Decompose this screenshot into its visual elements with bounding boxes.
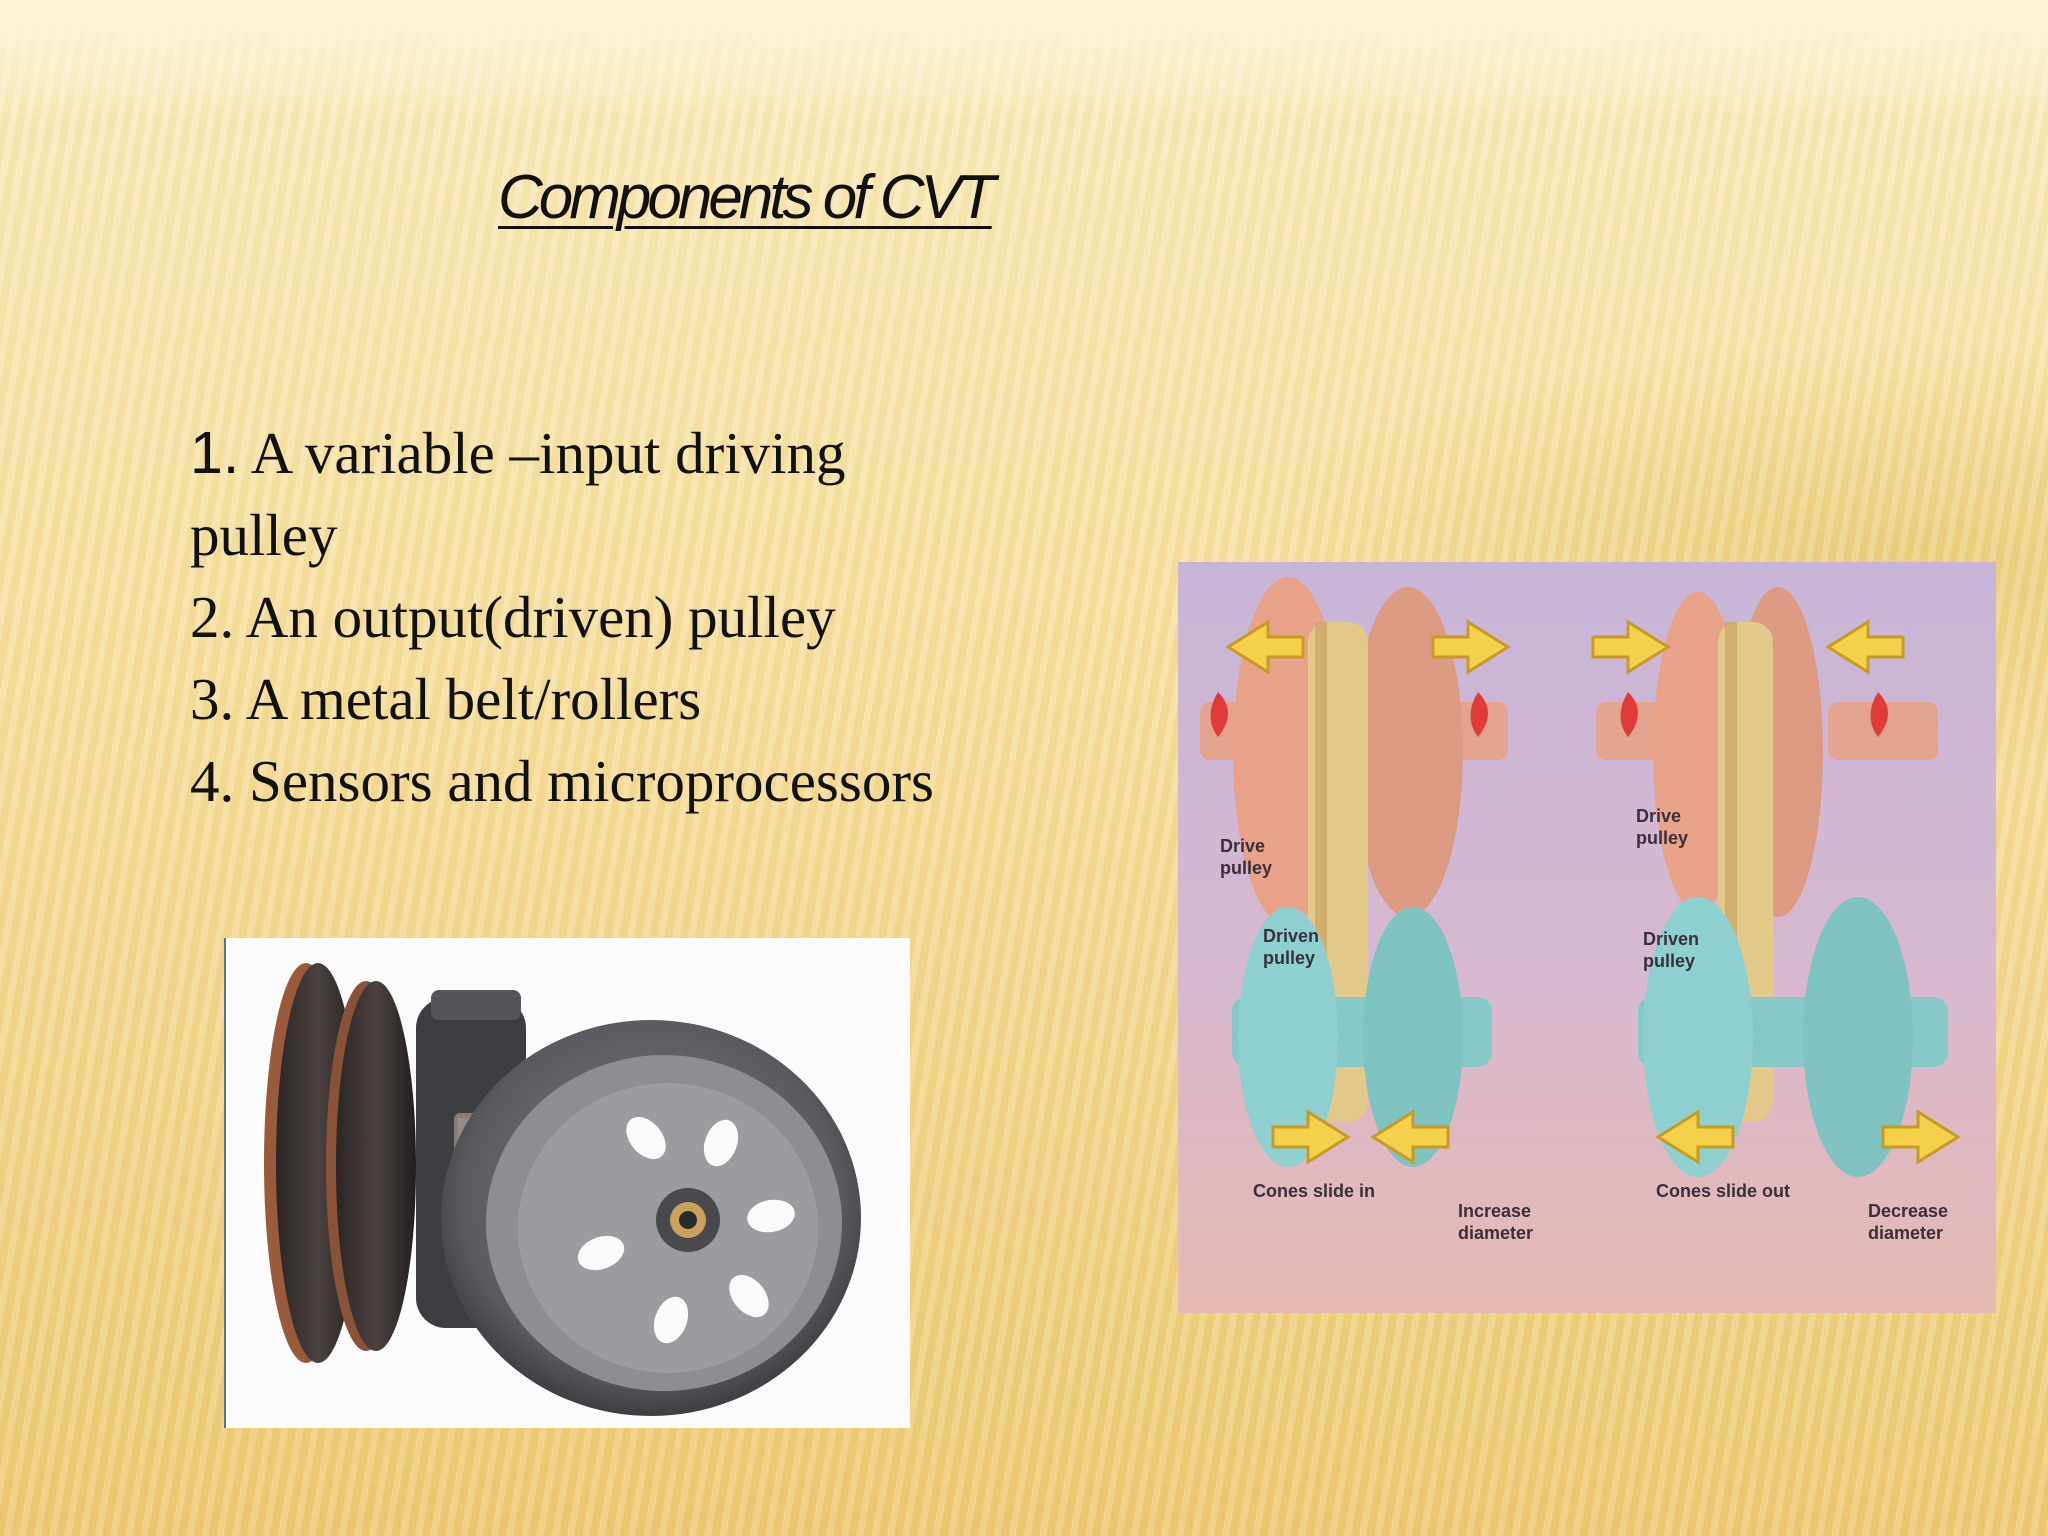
right-cones-label: Cones slide out <box>1656 1181 1790 1201</box>
right-change-label: Decrease <box>1868 1201 1948 1221</box>
item-number: 3. <box>190 666 235 732</box>
left-drive-label: Drive <box>1220 836 1265 856</box>
list-item: 2. An output(driven) pulley <box>190 576 1090 658</box>
list-item: 3. A metal belt/rollers <box>190 658 1090 740</box>
left-drive-label: pulley <box>1220 858 1272 878</box>
right-driven-label: Driven <box>1643 929 1699 949</box>
left-cvt-unit <box>1200 577 1511 1167</box>
left-change-label: diameter <box>1458 1223 1533 1243</box>
item-number: 4. <box>190 748 235 814</box>
header-band <box>0 0 2048 120</box>
right-cvt-unit <box>1591 587 1961 1177</box>
item-text: A variable –input driving <box>239 420 846 486</box>
item-text: pulley <box>190 502 338 568</box>
slide-title: Components of CVT <box>498 163 996 232</box>
right-drive-label: Drive <box>1636 806 1681 826</box>
clutch-pulley-photo <box>224 938 910 1428</box>
list-item: 4. Sensors and microprocessors <box>190 740 1090 822</box>
item-text: A metal belt/rollers <box>234 666 702 732</box>
right-driven-label: pulley <box>1643 951 1695 971</box>
right-drive-label: pulley <box>1636 828 1688 848</box>
left-driven-label: Driven <box>1263 926 1319 946</box>
components-list: 1. A variable –input driving pulley 2. A… <box>190 412 1090 822</box>
list-item: 1. A variable –input driving <box>190 412 1090 494</box>
left-change-label: Increase <box>1458 1201 1531 1221</box>
cvt-diagram: Drive pulley Driven pulley Cones slide i… <box>1178 562 1996 1313</box>
item-text: Sensors and microprocessors <box>234 748 934 814</box>
item-text: An output(driven) pulley <box>234 584 836 650</box>
right-change-label: diameter <box>1868 1223 1943 1243</box>
left-driven-label: pulley <box>1263 948 1315 968</box>
item-number: 2. <box>190 584 235 650</box>
left-cones-label: Cones slide in <box>1253 1181 1375 1201</box>
list-item: pulley <box>190 494 1090 576</box>
item-number: 1. <box>190 420 240 486</box>
